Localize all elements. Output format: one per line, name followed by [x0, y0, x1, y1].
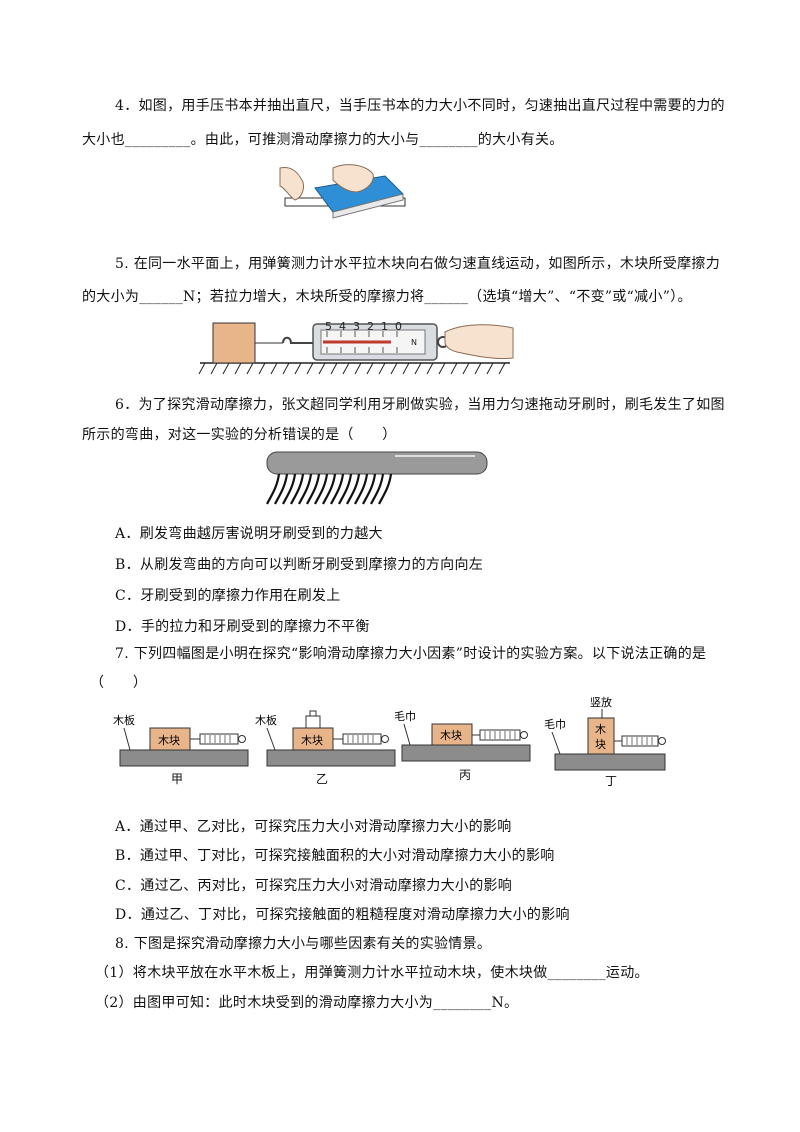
svg-text:木: 木: [595, 723, 606, 736]
q5-line1: 5. 在同一水平面上，用弹簧测力计水平拉木块向右做匀速直线运动，如图所示，木块所…: [115, 256, 721, 272]
q7-option-a: A．通过甲、乙对比，可探究压力大小对滑动摩擦力大小的影响: [115, 819, 512, 835]
q6-option-a: A．刷发弯曲越厉害说明牙刷受到的力越大: [115, 526, 383, 542]
svg-text:竖放: 竖放: [590, 695, 612, 709]
svg-text:3: 3: [353, 320, 360, 333]
svg-text:毛巾: 毛巾: [544, 717, 566, 731]
q7-line2: （ ）: [90, 675, 148, 691]
svg-text:木板: 木板: [113, 713, 135, 727]
q7-fig-yi: 木板 木块: [255, 710, 396, 767]
q8-line1: 8. 下图是探究滑动摩擦力大小与哪些因素有关的实验情景。: [115, 936, 492, 952]
svg-text:块: 块: [595, 738, 606, 751]
q7-caption-ding: 丁: [605, 774, 618, 788]
q7-caption-jia: 甲: [171, 772, 184, 786]
q7-fig-ding: 毛巾 竖放 木 块: [544, 695, 666, 771]
svg-text:4: 4: [339, 320, 346, 333]
hand-book-figure: [279, 164, 406, 219]
q7-fig-jia: 木板 木块: [113, 713, 249, 767]
svg-text:木块: 木块: [301, 734, 323, 747]
q7-line1: 7. 下列四幅图是小明在探究“影响滑动摩擦力大小因素”时设计的实验方案。以下说法…: [115, 646, 707, 662]
q7-option-b: B．通过甲、丁对比，可探究接触面积的大小对滑动摩擦力大小的影响: [115, 848, 555, 864]
svg-text:木块: 木块: [440, 729, 462, 742]
q7-caption-yi: 乙: [316, 772, 329, 786]
q6-line2: 所示的弯曲，对这一实验的分析错误的是（ ）: [82, 427, 397, 443]
svg-text:1: 1: [381, 320, 388, 333]
q7-option-d: D．通过乙、丁对比，可探究接触面的粗糙程度对滑动摩擦力大小的影响: [115, 907, 570, 923]
toothbrush-figure: [266, 451, 488, 505]
q4-line1: 4．如图，用手压书本并抽出直尺，当手压书本的力大小不同时，匀速抽出直尺过程中需要…: [115, 98, 725, 114]
q7-fig-bing: 毛巾 木块: [394, 709, 531, 762]
svg-text:N: N: [411, 338, 417, 347]
q6-option-d: D．手的拉力和牙刷受到的摩擦力不平衡: [115, 619, 370, 635]
q6-line1: 6．为了探究滑动摩擦力，张文超同学利用牙刷做实验，当用力匀速拖动牙刷时，刷毛发生…: [115, 397, 725, 413]
svg-text:木块: 木块: [158, 734, 180, 747]
q8-sub1: （1）将木块平放在水平木板上，用弹簧测力计水平拉动木块，使木块做________…: [95, 965, 649, 981]
q6-option-c: C．牙刷受到的摩擦力作用在刷发上: [115, 588, 341, 604]
svg-text:木板: 木板: [255, 713, 277, 727]
q7-caption-bing: 丙: [459, 768, 472, 782]
svg-text:2: 2: [367, 320, 374, 333]
q7-option-c: C．通过乙、丙对比，可探究压力大小对滑动摩擦力大小的影响: [115, 878, 513, 894]
wood-block: [212, 322, 256, 364]
q6-option-b: B．从刷发弯曲的方向可以判断牙刷受到摩擦力的方向向左: [115, 557, 484, 573]
svg-text:毛巾: 毛巾: [394, 709, 416, 723]
svg-text:0: 0: [395, 320, 402, 333]
q8-sub2: （2）由图甲可知：此时木块受到的滑动摩擦力大小为________N。: [95, 995, 519, 1011]
q5-line2: 的大小为______N；若拉力增大，木块所受的摩擦力将______（选填“增大”…: [82, 289, 692, 305]
q4-line2: 大小也_________。由此，可推测滑动摩擦力的大小与________的大小有…: [82, 132, 564, 148]
svg-text:5: 5: [325, 320, 332, 333]
